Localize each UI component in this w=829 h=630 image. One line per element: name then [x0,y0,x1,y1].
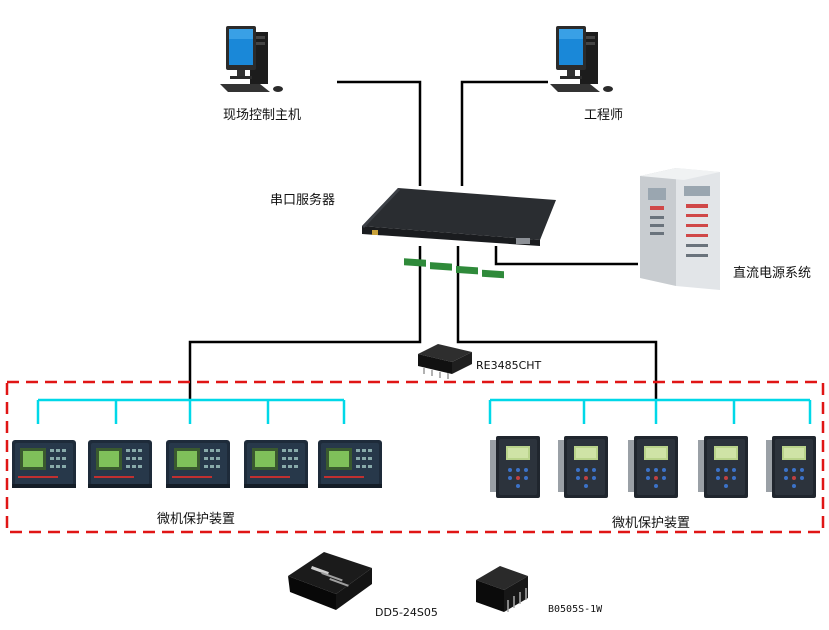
dcdc-module-2-label: B0505S-1W [548,604,603,615]
serial-server-label: 串口服务器 [270,193,336,208]
relay-group-right-label: 微机保护装置 [612,516,691,531]
relay-device-left-5 [318,440,382,488]
dcdc-module-1-label: DD5-24S05 [375,606,438,619]
wiring [188,80,658,400]
wire-server-to-dcpower [494,246,638,266]
rs485-bus-left [36,398,346,424]
host-computer-icon [220,26,283,92]
dc-power-cabinet-icon [640,168,720,290]
dcdc-module-1-icon [288,552,372,610]
relay-device-right-2 [558,436,608,498]
relay-device-left-2 [88,440,152,488]
wire-server-to-right-bus [456,246,658,400]
relay-device-left-1 [12,440,76,488]
dcdc-module-2-icon [476,566,528,612]
engineer-pc-label: 工程师 [584,108,624,123]
wire-server-to-left-bus [188,246,422,400]
serial-server-icon [362,188,556,279]
rs485-module-icon [418,344,472,379]
relay-device-right-5 [766,436,816,498]
wire-engineer-to-server [460,80,548,186]
relay-device-right-3 [628,436,678,498]
relay-device-left-4 [244,440,308,488]
dc-power-label: 直流电源系统 [733,266,812,281]
relay-device-right-1 [490,436,540,498]
relay-device-right-4 [698,436,748,498]
rs485-bus-right [488,398,812,424]
relay-group-left-label: 微机保护装置 [157,512,236,527]
rs485-module-label: RE3485CHT [476,359,542,372]
relay-device-left-3 [166,440,230,488]
wire-host-to-server [337,80,422,186]
engineer-computer-icon [550,26,613,92]
host-pc-label: 现场控制主机 [223,108,302,123]
protection-zone-frame [5,380,825,534]
